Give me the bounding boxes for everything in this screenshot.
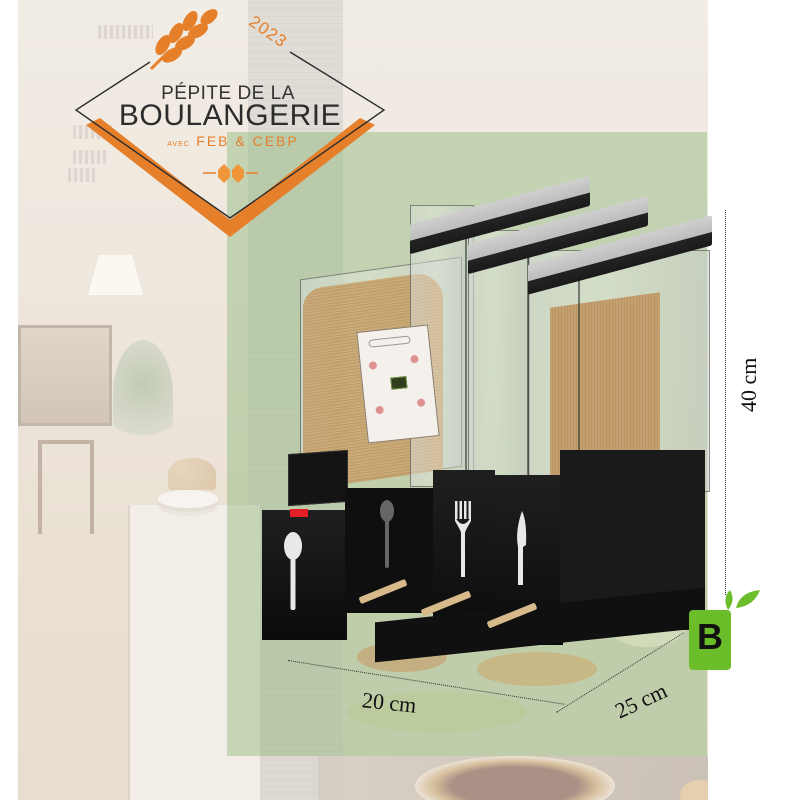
spoon-dispenser-unit: [262, 510, 347, 640]
dispense-button[interactable]: [290, 509, 308, 517]
fruit-platter: [347, 692, 527, 732]
knife-icon: [517, 511, 527, 585]
spoon-outline-icon: [368, 335, 411, 348]
instruction-label: [356, 324, 440, 444]
chair: [38, 440, 94, 534]
bread-bowl: [168, 458, 216, 490]
badge-diamond-shape: [74, 51, 386, 237]
fork-icon: [455, 501, 471, 577]
badge-subtitle-prefix: AVEC: [167, 141, 190, 148]
fruit-platter: [477, 652, 597, 686]
width-label: 20 cm: [360, 687, 418, 718]
cartridge-tube-3: [468, 230, 530, 492]
plant: [113, 340, 173, 450]
wheat-icon: [149, 9, 218, 71]
ceiling-vent: [98, 25, 153, 39]
bio-letter: B: [697, 616, 723, 657]
badge-subtitle: AVEC FEB & CEBP: [148, 133, 318, 151]
plate-stack: [158, 490, 218, 508]
instruction-step: [375, 405, 385, 415]
buffet-counter: [128, 505, 260, 800]
tube-divider: [465, 230, 467, 480]
spoon-icon: [380, 500, 394, 568]
height-dimension-line: [725, 210, 726, 595]
tart: [415, 756, 615, 800]
leaf-icon: [725, 590, 760, 610]
tube-divider: [527, 250, 529, 490]
instruction-step: [368, 361, 378, 370]
badge-subtitle-text: FEB & CEBP: [196, 133, 299, 149]
pastry: [680, 780, 708, 800]
bio-badge: B: [689, 610, 731, 670]
tiled-column: [248, 0, 343, 800]
award-badge: 2023 PÉPITE DE LA BOULANGERIE AVEC FEB &…: [0, 0, 400, 260]
label-logo: [390, 376, 408, 390]
instruction-step: [410, 354, 419, 364]
ceiling-vent: [68, 168, 98, 182]
tube-divider: [578, 262, 580, 492]
badge-title-line1: PÉPITE DE LA: [161, 83, 295, 104]
flip-lid[interactable]: [288, 449, 348, 507]
ceiling-vent: [73, 150, 108, 164]
interior-window: [18, 325, 112, 426]
instruction-step: [416, 398, 426, 408]
badge-title-line2: BOULANGERIE: [118, 99, 342, 132]
height-label: 40 cm: [736, 357, 761, 412]
spoon-icon: [284, 532, 302, 610]
